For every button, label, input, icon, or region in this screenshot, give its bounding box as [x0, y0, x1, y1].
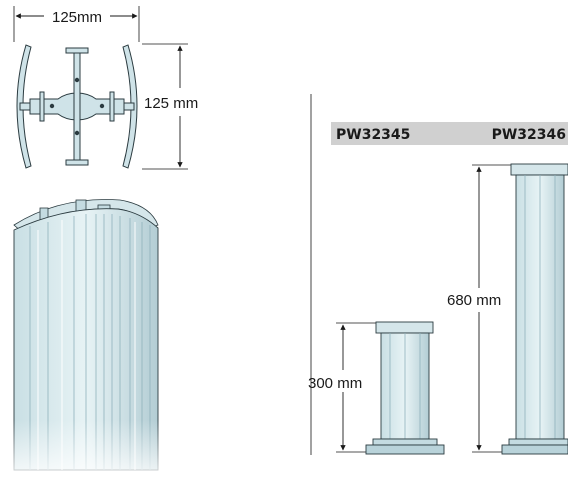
width-dimension: 125mm [13, 6, 140, 42]
product-code-pw32346: PW32346 [492, 127, 566, 143]
height-dimension: 125 mm [142, 43, 198, 170]
pillar-pw32346-height-label: 680 mm [447, 292, 501, 309]
pillar-pw32345: 300 mm [308, 321, 445, 455]
profile-width-label: 125mm [52, 9, 102, 26]
profile-bolts [49, 77, 105, 136]
profile-cross-section: 125mm 125 mm [13, 6, 198, 170]
product-code-pw32345: PW32345 [336, 127, 410, 143]
product-header-band [331, 122, 568, 145]
column-3d-view [8, 199, 168, 487]
pillar-pw32346: 680 mm [447, 163, 568, 455]
profile-height-label: 125 mm [144, 95, 198, 112]
profile-shape [16, 44, 138, 169]
pillar-pw32345-height-label: 300 mm [308, 375, 362, 392]
